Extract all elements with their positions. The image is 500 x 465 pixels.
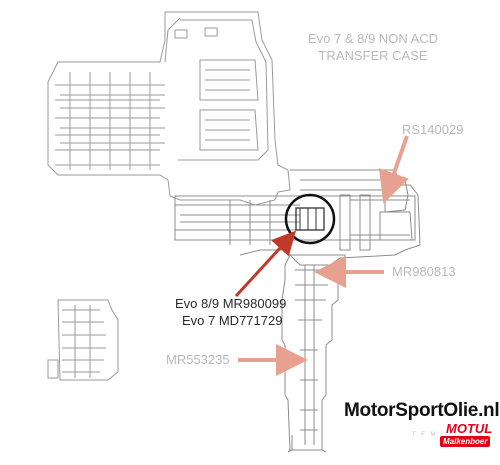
transfer-body <box>174 169 421 266</box>
small-parts-group <box>47 299 119 381</box>
gearbox-section <box>47 11 291 206</box>
title-line-2: TRANSFER CASE <box>318 48 428 63</box>
output-housing <box>281 254 346 453</box>
title-line-1: Evo 7 & 8/9 NON ACD <box>308 31 439 46</box>
brand-dealer-logo: Malkenboer <box>440 436 491 447</box>
arrow-rs140029 <box>378 135 410 204</box>
diagram-title: Evo 7 & 8/9 NON ACD TRANSFER CASE <box>308 30 438 64</box>
callout-evo7: Evo 7 MD771729 <box>182 313 283 328</box>
brand-motul-logo: MOTUL <box>446 421 493 436</box>
highlight-circle <box>284 193 336 245</box>
callout-evo89: Evo 8/9 MR980099 <box>175 296 287 311</box>
brand-tfm: T F M <box>412 432 438 438</box>
arrow-evo-part <box>234 230 297 298</box>
brand-site: MotorSportOlie.nl <box>344 400 500 421</box>
callout-rs140029: RS140029 <box>402 122 464 137</box>
callout-mr553235: MR553235 <box>166 352 230 367</box>
callout-mr980813: MR980813 <box>392 264 456 279</box>
